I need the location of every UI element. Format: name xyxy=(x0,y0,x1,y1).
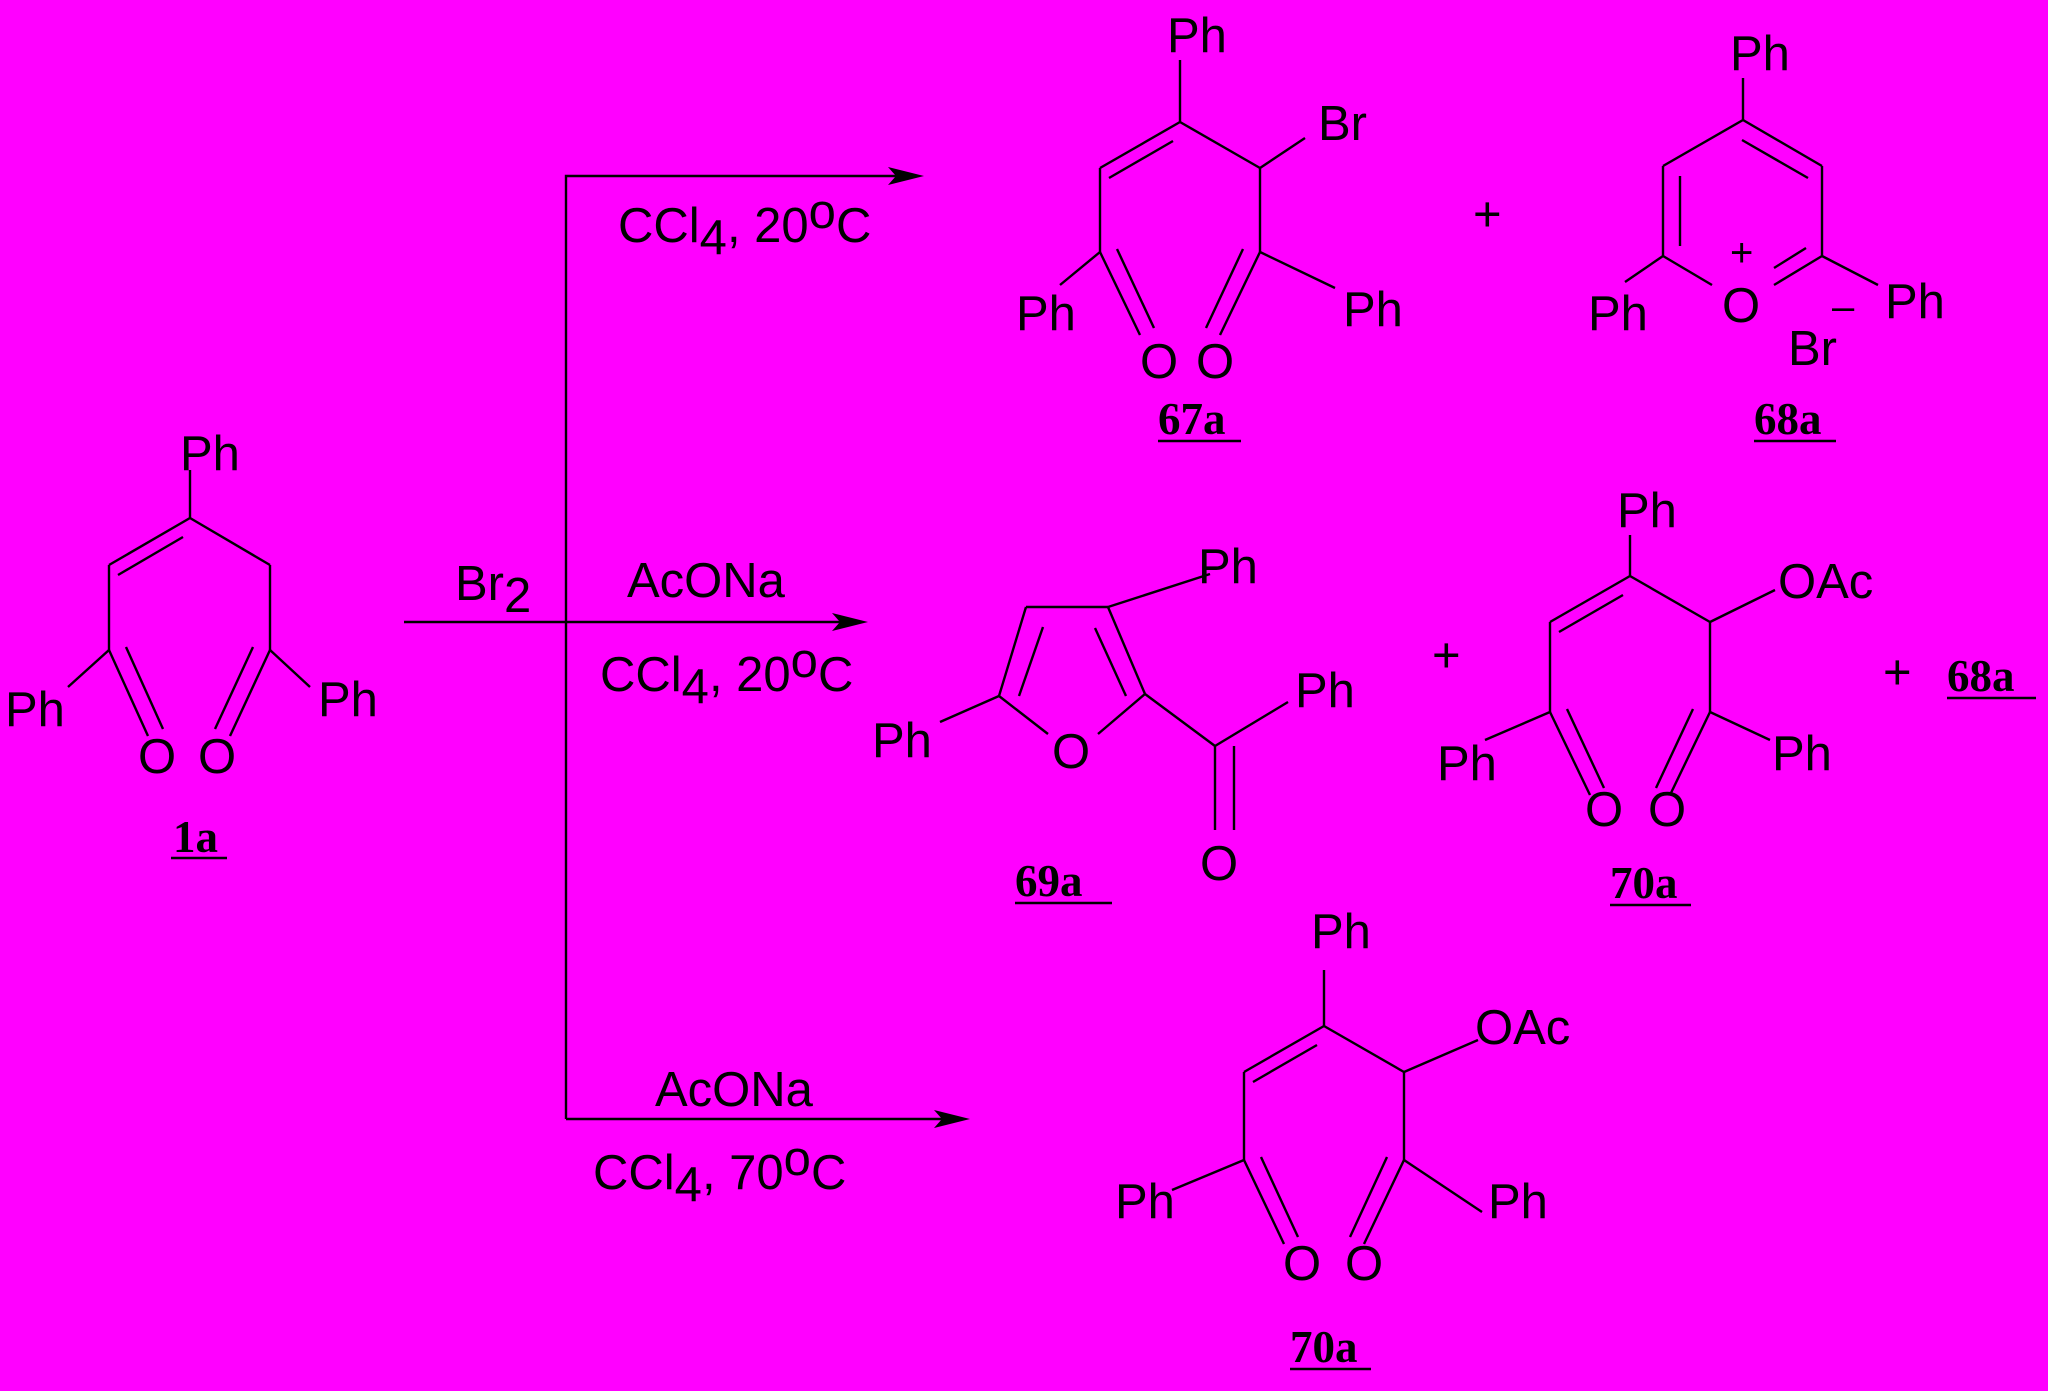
ph-right: Ph xyxy=(1772,727,1832,781)
solvent-temp-bottom: CCl4, 70oC xyxy=(593,1132,846,1212)
reagent-acona-bottom: AcONa xyxy=(655,1063,814,1117)
ph-left: Ph xyxy=(1115,1175,1175,1229)
plus-sign: + xyxy=(1883,646,1912,700)
compound-label: 67a xyxy=(1158,394,1226,444)
ph-left: Ph xyxy=(1016,287,1076,341)
compound-label: 70a xyxy=(1290,1322,1358,1372)
ring-oxygen: O xyxy=(1052,725,1090,779)
compound-70a-middle: Ph OAc Ph Ph O O 70a xyxy=(1437,484,1873,908)
plus-sign: + xyxy=(1473,188,1502,242)
ph-top: Ph xyxy=(1617,484,1677,538)
br-counterion: Br xyxy=(1788,322,1837,376)
compound-label: 1a xyxy=(173,812,218,862)
oac-label: OAc xyxy=(1475,1001,1570,1055)
compound-67a: Ph Br Ph Ph O O 67a xyxy=(1016,9,1403,444)
reagent-acona-middle: AcONa xyxy=(627,554,786,608)
compound-69a: Ph Ph O Ph O 69a xyxy=(872,540,1355,906)
plus-sign: + xyxy=(1432,629,1461,683)
reaction-arrows xyxy=(404,167,970,1128)
negative-charge: – xyxy=(1832,285,1855,329)
compound-70a-bottom: Ph OAc Ph Ph O O 70a xyxy=(1115,905,1570,1372)
carbonyl-o: O xyxy=(1345,1237,1383,1291)
compound-label: 70a xyxy=(1610,858,1678,908)
carbonyl-o: O xyxy=(198,730,236,784)
positive-charge: + xyxy=(1730,231,1753,275)
conditions-main: Br2 xyxy=(455,557,531,623)
ph-right: Ph xyxy=(1488,1175,1548,1229)
compound-label: 69a xyxy=(1015,856,1083,906)
ph-right: Ph xyxy=(1343,283,1403,337)
ph-left: Ph xyxy=(1437,737,1497,791)
oac-label: OAc xyxy=(1778,555,1873,609)
ph-top: Ph xyxy=(1730,27,1790,81)
solvent-temp-top: CCl4, 20oC xyxy=(618,185,871,265)
carbonyl-o: O xyxy=(1140,335,1178,389)
compound-label: 68a xyxy=(1754,394,1822,444)
compound-1a: Ph Ph Ph O O 1a xyxy=(5,427,378,862)
ph-top: Ph xyxy=(1198,540,1258,594)
ph-top: Ph xyxy=(180,427,240,481)
ph-left: Ph xyxy=(1588,287,1648,341)
ph-top: Ph xyxy=(1311,905,1371,959)
conditions-bottom: AcONa CCl4, 70oC xyxy=(593,1063,846,1212)
ph-left: Ph xyxy=(5,683,65,737)
carbonyl-o: O xyxy=(1200,837,1238,891)
reagent-br2: Br2 xyxy=(455,557,531,623)
top-arrow-head xyxy=(888,167,924,185)
ph-top: Ph xyxy=(1167,9,1227,63)
branch-line xyxy=(564,174,914,1119)
carbonyl-o: O xyxy=(138,730,176,784)
conditions-middle: AcONa CCl4, 20oC xyxy=(600,554,853,714)
carbonyl-o: O xyxy=(1648,783,1686,837)
main-arrow-head xyxy=(832,613,868,631)
ph-right: Ph xyxy=(318,673,378,727)
ph-left: Ph xyxy=(872,714,932,768)
carbonyl-o: O xyxy=(1585,783,1623,837)
carbonyl-o: O xyxy=(1283,1237,1321,1291)
br-label: Br xyxy=(1318,97,1367,151)
solvent-temp-middle: CCl4, 20oC xyxy=(600,634,853,714)
ph-right: Ph xyxy=(1885,275,1945,329)
ph-right: Ph xyxy=(1295,664,1355,718)
carbonyl-o: O xyxy=(1196,335,1234,389)
compound-ref-68a: 68a xyxy=(1947,651,2015,701)
conditions-top: CCl4, 20oC xyxy=(618,185,871,265)
compound-68a: Ph + O Ph – Ph Br 68a xyxy=(1588,27,1945,444)
bottom-arrow-head xyxy=(934,1110,970,1128)
ring-oxygen: O xyxy=(1722,279,1760,333)
